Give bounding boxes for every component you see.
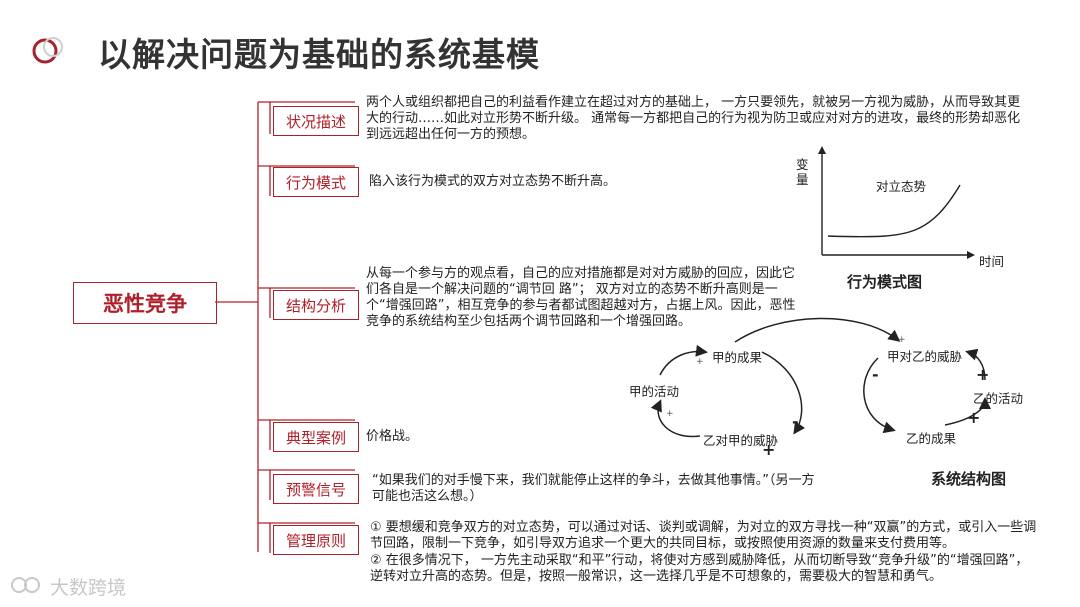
case-text: 价格战。	[366, 429, 419, 444]
situation-text: 两个人或组织都把自己的利益看作建立在超过对方的基础上， 一方只要领先，就被另一方…	[366, 95, 1021, 142]
sign-minus-left: -	[792, 412, 799, 431]
arrow-a-threat-to-b-result	[863, 357, 896, 434]
structure-caption: 系统结构图	[931, 470, 1007, 488]
logo-icon	[32, 37, 63, 64]
behavior-text: 陷入该行为模式的双方对立态势不断升高。	[369, 174, 617, 189]
watermark-icon	[11, 577, 40, 593]
arrow-a-result-to-a-threat	[734, 317, 901, 343]
behavior-ylabel: 变量	[796, 157, 809, 187]
node-a-activity: 甲的活动	[629, 384, 680, 399]
branch-warning: 预警信号	[273, 474, 359, 504]
behavior-xlabel: 时间	[979, 254, 1005, 269]
sign-plus-left: +	[762, 440, 776, 459]
node-b-threat-to-a: 乙对甲的威胁	[703, 433, 779, 448]
sign-plus-right-top: +	[976, 365, 990, 384]
arrow-b-threat-to-a-activity	[650, 399, 701, 438]
behavior-curve	[827, 184, 961, 238]
arrow-b-result-to-b-activity	[944, 397, 991, 426]
arrow-a-result-to-b-threat	[761, 351, 806, 435]
sign-small-plus-top: +	[898, 335, 906, 345]
node-a-threat-to-b: 甲对乙的威胁	[887, 349, 963, 364]
branch-case: 典型案例	[273, 422, 359, 452]
node-a-result: 甲的成果	[712, 350, 763, 365]
watermark-text: 大数跨境	[50, 577, 127, 599]
behavior-series-label: 对立态势	[876, 179, 927, 194]
principle-item-1: ① 要想缓和竞争双方的对立态势，可以通过对话、谈判或调解，为对立的双方寻找一种“…	[370, 520, 1037, 551]
behavior-caption: 行为模式图	[847, 273, 923, 291]
sign-minus-right: -	[872, 365, 879, 384]
sign-small-plus-mid: +	[696, 357, 704, 367]
sign-plus-right-bottom: +	[967, 408, 981, 427]
principle-item-2: ② 在很多情况下， 一方先主动采取“和平”行动，将使对方感到威胁降低，从而切断导…	[370, 553, 1029, 584]
structure-text: 从每一个参与方的观点看，自己的应对措施都是对对方威胁的回应，因此它们各自是一个解…	[366, 266, 796, 329]
arrow-b-activity-to-a-threat	[965, 348, 986, 381]
sign-small-plus-left: +	[666, 409, 674, 419]
branch-structure: 结构分析	[273, 290, 359, 320]
arrow-a-activity-to-a-result	[659, 344, 708, 376]
warning-text: “如果我们的对手慢下来，我们就能停止这样的争斗，去做其他事情。”（另一方可能也活…	[372, 473, 815, 504]
node-b-activity: 乙的活动	[973, 391, 1024, 406]
node-b-result: 乙的成果	[906, 431, 957, 446]
branch-situation: 状况描述	[273, 106, 359, 136]
branch-principle: 管理原则	[273, 525, 359, 555]
page-title: 以解决问题为基础的系统基模	[98, 35, 540, 74]
branch-behavior: 行为模式	[273, 167, 359, 197]
root-node: 恶性竞争	[73, 282, 217, 324]
